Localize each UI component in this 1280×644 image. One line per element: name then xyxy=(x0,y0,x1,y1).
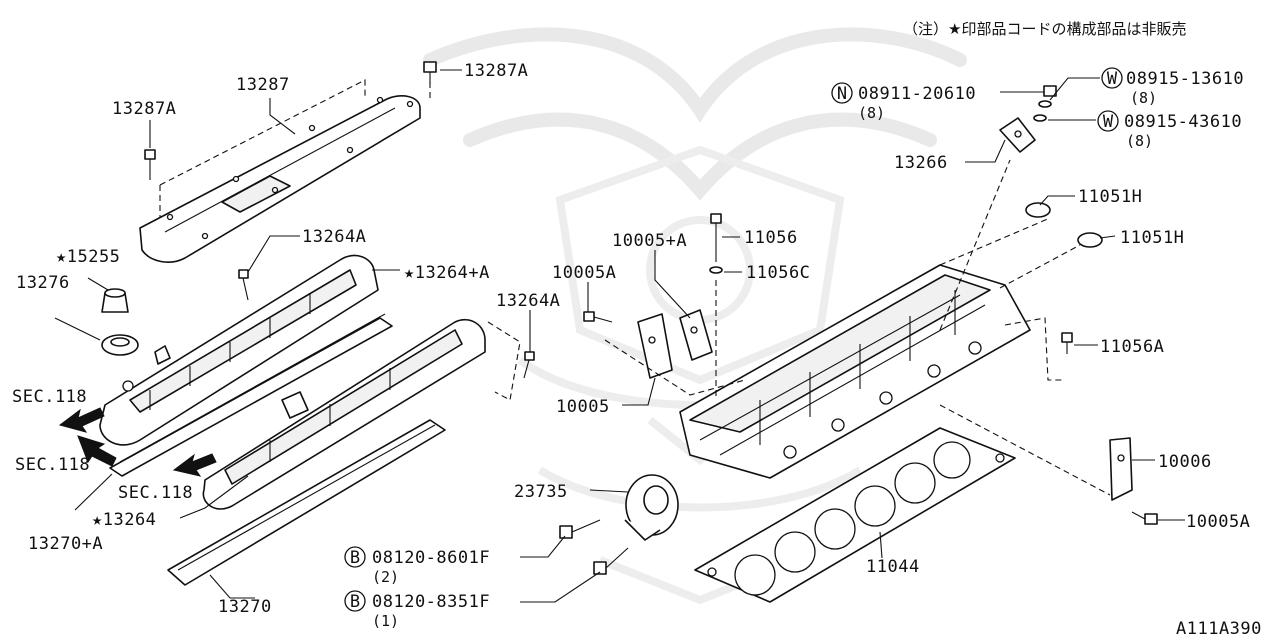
label-08911-qty: (8) xyxy=(858,104,885,122)
bolt-11056a xyxy=(1061,332,1073,354)
part-10005-bracket xyxy=(604,313,746,396)
plug-11051h-b xyxy=(1077,232,1103,248)
watermark-logo xyxy=(423,27,967,605)
bolt-08120-8601f xyxy=(559,519,601,539)
label-08120-8601f: 08120-8601F xyxy=(372,548,490,568)
label-13287: 13287 xyxy=(236,75,290,95)
label-11056c: 11056C xyxy=(746,263,810,283)
label-13264pa: ★13264+A xyxy=(404,263,490,283)
bolt-13264a-top xyxy=(238,269,249,301)
label-08915-13610-qty: (8) xyxy=(1130,89,1157,107)
label-11056a: 11056A xyxy=(1100,337,1164,357)
washer-symbol-08915-13610: W xyxy=(1101,67,1123,89)
label-08911: 08911-20610 xyxy=(858,84,976,104)
label-13287a-top: 13287A xyxy=(464,61,528,81)
label-08915-43610-qty: (8) xyxy=(1126,132,1153,150)
label-13287a-left: 13287A xyxy=(112,99,176,119)
label-11051h-b: 11051H xyxy=(1120,228,1184,248)
bolt-10005a-top xyxy=(583,311,613,323)
part-13276-seal xyxy=(101,334,139,356)
note-text: （注）★印部品コードの構成部品は非販売 xyxy=(903,20,1186,38)
part-labels: 13287 13287A 13287A 13264A ★13264+A ★152… xyxy=(12,61,1250,630)
label-13276: 13276 xyxy=(16,273,70,293)
bolt-13287a-top xyxy=(423,61,437,84)
label-08915-13610: 08915-13610 xyxy=(1126,69,1244,89)
label-08915-43610: 08915-43610 xyxy=(1124,112,1242,132)
sec118-arrow-a xyxy=(58,407,105,433)
label-11056: 11056 xyxy=(744,228,798,248)
label-sec118-b: SEC.118 xyxy=(15,455,90,475)
label-11051h-a: 11051H xyxy=(1078,187,1142,207)
label-08120-8601f-qty: (2) xyxy=(372,568,399,586)
label-15255: ★15255 xyxy=(56,247,120,267)
bolt-symbol-08120-8351f: B xyxy=(344,590,366,612)
part-15255-oil-cap xyxy=(101,288,129,313)
bolt-10005a-bottom xyxy=(1131,511,1158,525)
svg-text:N: N xyxy=(837,84,847,104)
part-cylinder-head xyxy=(679,159,1111,496)
washer-08915-13610 xyxy=(1038,100,1052,108)
label-10005a-top: 10005A xyxy=(552,263,616,283)
bolt-11056 xyxy=(710,213,722,262)
nut-symbol-08911: N xyxy=(831,82,853,104)
part-13287-cover xyxy=(139,79,431,263)
svg-text:W: W xyxy=(1103,112,1114,132)
bolt-13287a-left xyxy=(144,149,156,180)
label-11044: 11044 xyxy=(866,557,920,577)
part-13270pa-gasket xyxy=(109,313,393,477)
label-10005a-bottom: 10005A xyxy=(1186,512,1250,532)
label-08120-8351f: 08120-8351F xyxy=(372,592,490,612)
part-10006-bracket xyxy=(1109,437,1133,501)
washer-08915-43610 xyxy=(1033,114,1047,122)
part-13266-bracket xyxy=(999,117,1036,153)
nut-08911 xyxy=(1043,85,1057,97)
part-13264-cover xyxy=(202,318,486,510)
bolt-symbol-08120-8601f: B xyxy=(344,546,366,568)
label-10005pa: 10005+A xyxy=(612,231,687,251)
label-13264a-mid: 13264A xyxy=(496,291,560,311)
label-13264a-top: 13264A xyxy=(302,227,366,247)
label-10006: 10006 xyxy=(1158,452,1212,472)
svg-text:W: W xyxy=(1107,69,1118,89)
svg-text:B: B xyxy=(350,548,360,568)
label-13270pa: 13270+A xyxy=(28,534,103,554)
bolt-08120-8351f xyxy=(593,547,629,575)
label-13266: 13266 xyxy=(894,153,948,173)
part-11044-head-gasket xyxy=(694,427,1016,603)
plug-11051h-a xyxy=(1025,202,1051,218)
label-13270: 13270 xyxy=(218,597,272,617)
svg-text:B: B xyxy=(350,592,360,612)
part-13270-gasket xyxy=(167,419,446,586)
washer-11056c xyxy=(709,266,723,274)
part-10005pa-bracket xyxy=(679,309,713,361)
part-23735-sensor xyxy=(624,474,679,541)
sec118-arrow-c xyxy=(172,453,217,477)
washer-symbol-08915-43610: W xyxy=(1097,110,1119,132)
part-13264pa-cover xyxy=(99,254,379,446)
label-13264: ★13264 xyxy=(92,510,156,530)
leader-lines xyxy=(54,69,1185,603)
label-sec118-a: SEC.118 xyxy=(12,387,87,407)
label-23735: 23735 xyxy=(514,482,568,502)
label-08120-8351f-qty: (1) xyxy=(372,612,399,630)
sec118-arrow-b xyxy=(77,435,117,467)
drawing-code: A111A390 xyxy=(1176,619,1262,639)
label-10005: 10005 xyxy=(556,397,610,417)
label-sec118-c: SEC.118 xyxy=(118,483,193,503)
